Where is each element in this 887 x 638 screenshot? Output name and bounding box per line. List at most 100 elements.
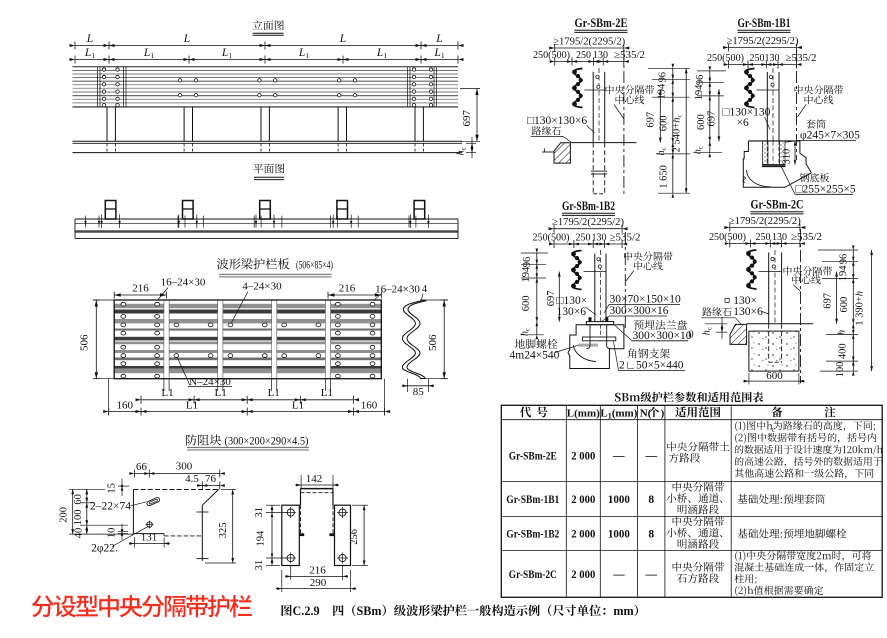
svg-text:300×300×10: 300×300×10 [633,330,692,342]
svg-text:□130×130×6: □130×130×6 [527,115,587,127]
svg-text:4–24×30: 4–24×30 [242,281,282,293]
svg-text:L: L [183,33,190,45]
svg-text:250: 250 [756,232,771,243]
svg-text:N–24×30: N–24×30 [189,376,231,388]
svg-text:66: 66 [136,461,148,473]
svg-text:250(500): 250(500) [709,232,746,243]
svg-text:Gr-SBm-1B1: Gr-SBm-1B1 [506,494,559,506]
svg-text:(300×200×290×4.5): (300×200×290×4.5) [225,436,309,448]
svg-text:600: 600 [696,114,707,130]
svg-text:SBm: SBm [357,604,382,618]
svg-text:L1: L1 [376,47,387,60]
svg-text:16–24×30: 16–24×30 [161,277,206,289]
svg-text:250(500): 250(500) [707,53,744,64]
svg-text:L1: L1 [292,399,304,411]
svg-text:31: 31 [254,560,265,571]
svg-text:Gr-SBm-2C: Gr-SBm-2C [751,198,804,212]
svg-text:C.2.9: C.2.9 [293,604,320,618]
svg-text:697: 697 [707,111,718,127]
svg-text:325: 325 [218,523,229,539]
svg-text:L1: L1 [433,47,444,60]
svg-text:10: 10 [107,528,118,539]
svg-text:—: — [612,451,625,463]
svg-text:≥1795/2(2295/2): ≥1795/2(2295/2) [553,36,625,48]
svg-text:130: 130 [765,53,780,64]
svg-text:216: 216 [339,283,356,295]
svg-text:194: 194 [694,84,705,101]
svg-text:Gr-SBm-1B2: Gr-SBm-1B2 [562,199,615,213]
svg-text:15: 15 [107,483,118,494]
svg-text:506: 506 [427,334,439,351]
svg-text:2 000: 2 000 [571,529,595,541]
svg-text:130×6: 130×6 [733,306,763,318]
svg-text:hc: hc [456,146,468,155]
svg-text:Gr-SBm-1B1: Gr-SBm-1B1 [738,16,791,30]
svg-text:100: 100 [835,362,846,378]
svg-text:Gr-SBm-2E: Gr-SBm-2E [509,451,557,463]
svg-text:160: 160 [361,399,378,411]
svg-text:250: 250 [576,233,591,244]
svg-text:L1: L1 [221,47,232,60]
svg-text:130×6: 130×6 [557,306,587,318]
svg-text:130: 130 [772,232,787,243]
svg-text:L1: L1 [321,387,333,399]
svg-text:mm: mm [613,604,633,618]
svg-text:250: 250 [576,50,591,61]
svg-text:600: 600 [839,297,850,313]
svg-text:76: 76 [205,473,217,485]
svg-text:L1: L1 [298,47,309,60]
svg-text:≥1795/2(2295/2): ≥1795/2(2295/2) [552,216,624,228]
svg-text:Gr-SBm-2C: Gr-SBm-2C [509,569,557,581]
svg-text:4m24×540: 4m24×540 [510,350,560,362]
svg-text:130: 130 [592,233,607,244]
svg-text:1000: 1000 [608,529,630,541]
svg-text:142: 142 [306,473,323,485]
svg-text:85: 85 [413,386,425,398]
svg-text:2 000: 2 000 [571,494,595,506]
svg-text:4: 4 [422,284,428,295]
svg-text:Gr-SBm-1B2: Gr-SBm-1B2 [506,529,559,541]
svg-text:Gr-SBm-2E: Gr-SBm-2E [575,16,628,30]
svg-text:L(mm): L(mm) [567,407,600,419]
svg-text:L: L [435,33,442,45]
svg-text:1000: 1000 [608,494,630,506]
svg-text:L1: L1 [161,387,173,399]
svg-text:0: 0 [688,330,693,341]
svg-text:≥1795/2(2295/2): ≥1795/2(2295/2) [727,35,799,47]
svg-text:300: 300 [176,460,193,472]
svg-text:131: 131 [141,532,158,544]
svg-text:30×70×150×10: 30×70×150×10 [610,294,681,306]
svg-text:96: 96 [695,75,706,86]
svg-text:(506×85×4): (506×85×4) [296,259,333,271]
svg-text:2–22×74: 2–22×74 [90,500,131,512]
svg-text:250: 250 [750,53,765,64]
svg-text:697: 697 [823,293,834,309]
svg-text:L1: L1 [214,387,226,399]
svg-text:hc: hc [656,147,668,155]
svg-text:600: 600 [521,296,532,312]
svg-text:L1: L1 [143,47,154,60]
svg-text:□130×130: □130×130 [723,107,771,119]
svg-text:h: h [836,330,847,335]
svg-text:2 000: 2 000 [571,569,595,581]
svg-text:250(500): 250(500) [533,233,570,244]
svg-text:697: 697 [546,291,557,307]
svg-text:L: L [86,33,93,45]
svg-text:96: 96 [838,254,849,265]
svg-text:194: 194 [256,530,267,547]
svg-text:130: 130 [593,50,608,61]
svg-text:□255×255×5: □255×255×5 [796,184,856,196]
svg-text:4.5: 4.5 [185,473,199,485]
svg-text:hc: hc [520,328,532,336]
svg-text:96: 96 [658,72,669,83]
svg-text:194: 194 [838,265,849,282]
svg-text:600: 600 [766,370,783,382]
svg-text:310: 310 [781,149,792,165]
svg-text:L1: L1 [268,387,280,399]
svg-text:216: 216 [132,283,149,295]
svg-text:250(500): 250(500) [533,50,570,61]
svg-text:290: 290 [310,577,327,589]
svg-text:—: — [644,451,657,463]
svg-text:□130×: □130× [557,295,588,307]
svg-text:60: 60 [73,494,84,505]
